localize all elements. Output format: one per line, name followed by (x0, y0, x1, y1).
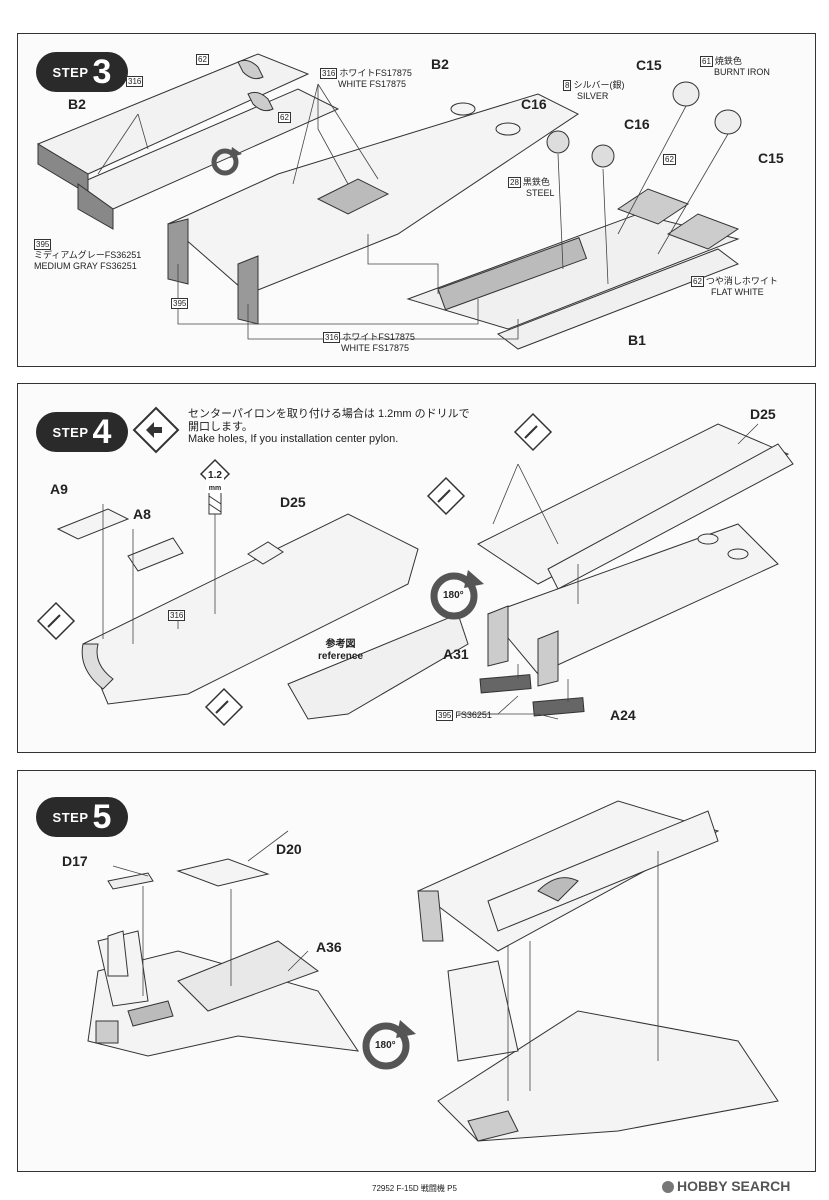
hobby-search-logo-icon (662, 1181, 674, 1194)
step-label: STEP (52, 424, 89, 440)
step-3-drawing (36, 53, 742, 350)
step-5-drawing (87, 800, 779, 1142)
part-c15-right: C15 (758, 150, 784, 166)
part-a31: A31 (443, 646, 469, 662)
part-a9: A9 (50, 481, 68, 497)
rotate-180-label: 180° (375, 1040, 396, 1051)
color-code-316-left: 316 (126, 76, 144, 88)
part-a36: A36 (316, 939, 342, 955)
part-c16-left: C16 (521, 96, 547, 112)
tape-icon-bottom (204, 687, 244, 727)
drill-note: センターパイロンを取り付ける場合は 1.2mm のドリルで 開口します。 Mak… (188, 408, 470, 446)
part-b2-top: B2 (431, 56, 449, 72)
tape-icon-top-left (426, 476, 466, 516)
step-3-badge: STEP 3 (36, 52, 128, 92)
part-b2-left: B2 (68, 96, 86, 112)
step-number: 4 (92, 413, 112, 451)
rotate-180-icon (362, 1020, 416, 1070)
color-code-395-mid: 395 (171, 298, 189, 310)
color-code-62-top: 62 (196, 54, 209, 66)
part-d25-left: D25 (280, 494, 306, 510)
hobby-search-watermark: HOBBY SEARCH (662, 1178, 790, 1194)
part-a24: A24 (610, 707, 636, 723)
tape-icon-left (36, 601, 76, 641)
step-label: STEP (52, 64, 89, 80)
step-number: 3 (92, 53, 112, 91)
part-d20: D20 (276, 841, 302, 857)
part-c16-right: C16 (624, 116, 650, 132)
step-5-panel: STEP 5 D17 D20 A36 180° (17, 770, 816, 1172)
rotate-180-icon (430, 570, 484, 620)
part-d25-right: D25 (750, 406, 776, 422)
step-number: 5 (92, 798, 112, 836)
color-code-62-mid: 62 (278, 112, 291, 124)
color-code-62-right: 62 (663, 154, 676, 166)
part-b1: B1 (628, 332, 646, 348)
drill-warning-icon (132, 406, 180, 454)
color-callout-medium-gray: 395 ミディアムグレーFS36251 MEDIUM GRAY FS36251 (34, 239, 142, 271)
page-footer: 72952 F-15D 戦闘機 P5 (372, 1184, 457, 1193)
rotate-180-label: 180° (443, 590, 464, 601)
step-4-badge: STEP 4 (36, 412, 128, 452)
part-c15-top: C15 (636, 57, 662, 73)
step-4-panel: STEP 4 センターパイロンを取り付ける場合は 1.2mm のドリルで 開口し… (17, 383, 816, 753)
color-code-316: 316 (168, 610, 186, 622)
part-d17: D17 (62, 853, 88, 869)
tape-icon-top-right (513, 412, 553, 452)
step-5-badge: STEP 5 (36, 797, 128, 837)
step-label: STEP (52, 809, 89, 825)
step-4-drawing (36, 406, 794, 727)
step-3-panel: STEP 3 B2 B2 B1 C15 C15 C16 C16 62 62 31… (17, 33, 816, 367)
part-a8: A8 (133, 506, 151, 522)
rotate-arrow-icon (211, 147, 242, 176)
